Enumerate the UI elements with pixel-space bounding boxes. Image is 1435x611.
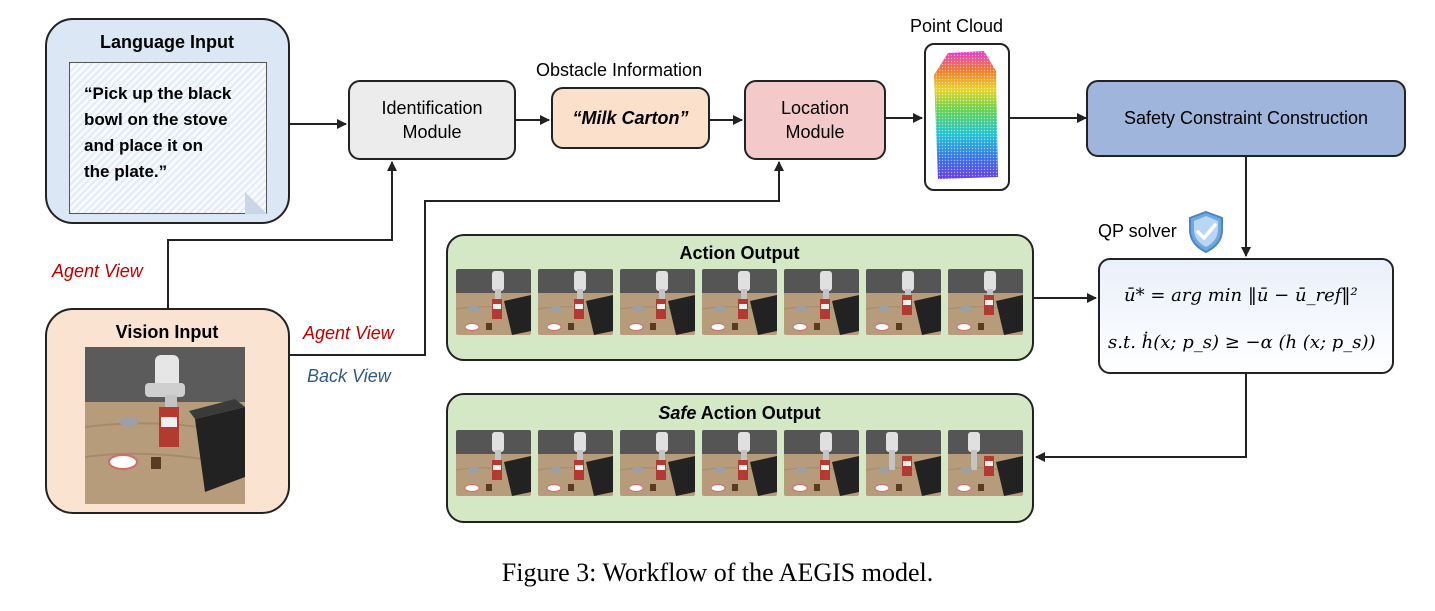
obstacle-information-label: Obstacle Information xyxy=(536,60,703,80)
action-output-frame xyxy=(456,269,531,335)
back-view-label: Back View xyxy=(307,366,391,386)
action-output-title: Action Output xyxy=(679,243,800,263)
note-fold xyxy=(245,192,267,214)
action-output-frame xyxy=(702,269,777,335)
quote-line: and place it on xyxy=(84,136,204,155)
agent-view-label-1: Agent View xyxy=(52,261,143,281)
action-output-frame xyxy=(538,269,613,335)
line-vision-to-identification xyxy=(167,161,397,308)
location-line1: Location xyxy=(780,98,850,118)
language-input-panel: Language Input “Pick up the black bowl o… xyxy=(45,18,290,224)
safe-action-output-panel: Safe Action Output xyxy=(446,393,1034,523)
location-line2: Module xyxy=(785,122,845,142)
safe-title-rest: Action Output xyxy=(696,403,821,423)
action-output-frame xyxy=(948,269,1023,335)
figure-caption: Figure 3: Workflow of the AEGIS model. xyxy=(501,558,934,587)
safe-action-frames xyxy=(456,430,1026,496)
safety-constraint-box: Safety Constraint Construction xyxy=(1086,80,1406,157)
quote-line: bowl on the stove xyxy=(84,110,228,129)
quote-line: “Pick up the black xyxy=(84,84,232,103)
agent-view-label-2: Agent View xyxy=(303,323,394,343)
identification-line1: Identification xyxy=(381,98,483,118)
action-output-frame xyxy=(784,269,859,335)
point-cloud-box xyxy=(924,43,1010,191)
vision-input-image xyxy=(85,347,245,504)
safe-action-output-frame xyxy=(538,430,613,496)
point-cloud-label: Point Cloud xyxy=(910,16,1004,36)
safe-action-output-frame xyxy=(784,430,859,496)
safe-italic-word: Safe xyxy=(658,403,697,423)
equation-line2: s.t. ḣ(x; p_s) ≥ −α (h (x; p_s)) xyxy=(1108,332,1376,353)
safe-action-output-frame xyxy=(702,430,777,496)
qp-equation-box: ū* = arg min ‖ū − ū_ref‖² s.t. ḣ(x; p_s)… xyxy=(1098,258,1394,374)
vision-input-panel: Vision Input xyxy=(45,308,290,514)
obstacle-value: “Milk Carton” xyxy=(572,107,689,128)
safe-action-output-frame xyxy=(620,430,695,496)
action-output-frame xyxy=(866,269,941,335)
action-output-frame xyxy=(620,269,695,335)
line-vision-to-location xyxy=(290,161,784,356)
milk-carton-point-cloud xyxy=(934,51,998,179)
obstacle-information-box: “Milk Carton” xyxy=(551,87,710,149)
language-input-title: Language Input xyxy=(100,32,234,52)
action-output-panel: Action Output xyxy=(446,234,1034,361)
quote-line: the plate.” xyxy=(84,162,168,181)
identification-line2: Module xyxy=(402,122,462,142)
safety-constraint-label: Safety Constraint Construction xyxy=(1123,108,1369,128)
action-frames xyxy=(456,269,1026,335)
equation-line1: ū* = arg min ‖ū − ū_ref‖² xyxy=(1124,285,1358,306)
location-module: Location Module xyxy=(744,80,886,160)
safe-action-output-frame xyxy=(948,430,1023,496)
identification-module: Identification Module xyxy=(348,80,516,160)
shield-check-icon xyxy=(1189,210,1223,254)
qp-solver-label: QP solver xyxy=(1098,221,1177,241)
safe-action-output-title: Safe Action Output xyxy=(448,403,1031,424)
line-qp-to-safe-action xyxy=(1035,374,1247,462)
quote-note: “Pick up the black bowl on the stove and… xyxy=(69,62,267,214)
safe-action-output-frame xyxy=(866,430,941,496)
safe-action-output-frame xyxy=(456,430,531,496)
vision-input-title: Vision Input xyxy=(115,322,219,342)
